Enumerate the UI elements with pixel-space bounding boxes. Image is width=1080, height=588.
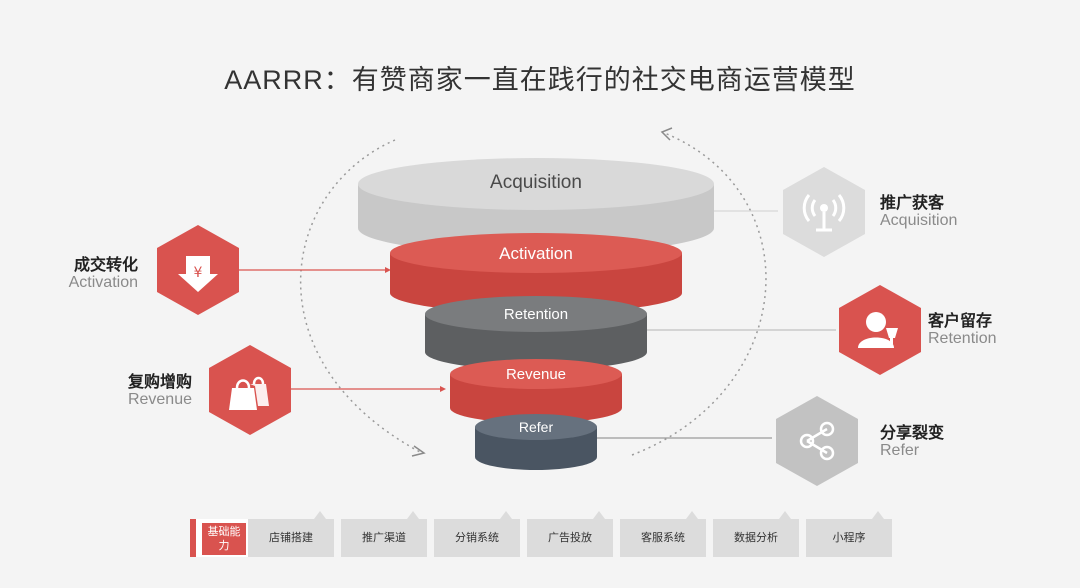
capability-item: 推广渠道 bbox=[341, 511, 427, 557]
hex-revenue bbox=[202, 342, 298, 438]
funnel-level-top bbox=[425, 296, 647, 332]
label-activation: 成交转化 Activation bbox=[40, 255, 138, 293]
broadcast-tower-icon bbox=[802, 194, 846, 232]
capability-item: 小程序 bbox=[806, 511, 892, 557]
label-activation-en: Activation bbox=[68, 274, 138, 292]
label-retention-cn: 客户留存 bbox=[928, 311, 993, 330]
label-activation-cn: 成交转化 bbox=[73, 255, 138, 274]
funnel-level-activation: Activation bbox=[390, 233, 682, 313]
cycle-arrow-left bbox=[411, 445, 426, 457]
label-acquisition-en: Acquisition bbox=[880, 212, 958, 230]
funnel-level-top bbox=[450, 359, 622, 389]
capability-item: 广告投放 bbox=[527, 511, 613, 557]
cycle-arrow-right bbox=[660, 127, 673, 141]
connector-revenue-arrow bbox=[440, 386, 446, 392]
funnel-level-revenue: Revenue bbox=[450, 359, 622, 423]
funnel-level-refer: Refer bbox=[475, 414, 597, 470]
capability-item: 店铺搭建 bbox=[248, 511, 334, 557]
label-revenue-en: Revenue bbox=[127, 391, 192, 409]
label-revenue: 复购增购 Revenue bbox=[94, 372, 192, 410]
label-refer-en: Refer bbox=[880, 442, 920, 460]
label-retention: 客户留存 Retention bbox=[928, 311, 1038, 349]
label-refer-cn: 分享裂变 bbox=[880, 423, 945, 442]
funnel-level-acquisition: Acquisition bbox=[358, 158, 714, 254]
label-acquisition: 推广获客 Acquisition bbox=[880, 193, 990, 231]
hex-activation: ¥ bbox=[150, 222, 246, 318]
hex-retention bbox=[832, 282, 928, 378]
hexagon-shape bbox=[776, 396, 858, 486]
hex-acquisition bbox=[776, 164, 872, 260]
funnel-level-top bbox=[475, 414, 597, 440]
page-title: AARRR：有赞商家一直在践行的社交电商运营模型 bbox=[224, 65, 856, 95]
label-revenue-cn: 复购增购 bbox=[127, 372, 192, 391]
funnel-level-retention: Retention bbox=[425, 296, 647, 370]
yen-download-icon: ¥ bbox=[178, 256, 218, 292]
base-capabilities-text: 基础能力 bbox=[202, 523, 246, 555]
funnel-level-label: Acquisition bbox=[490, 172, 582, 193]
funnel-level-label: Retention bbox=[504, 306, 568, 323]
label-refer: 分享裂变 Refer bbox=[880, 423, 990, 461]
funnel-level-label: Revenue bbox=[506, 366, 566, 383]
hex-refer bbox=[769, 393, 865, 489]
funnel-level-top bbox=[358, 158, 714, 210]
shopping-bags-icon bbox=[229, 376, 269, 410]
svg-text:¥: ¥ bbox=[194, 265, 203, 281]
funnel-level-top bbox=[390, 233, 682, 273]
label-retention-en: Retention bbox=[928, 330, 997, 348]
share-icon bbox=[799, 421, 835, 461]
funnel-level-label: Refer bbox=[519, 419, 554, 435]
funnel-level-label: Activation bbox=[499, 244, 573, 263]
label-acquisition-cn: 推广获客 bbox=[880, 193, 945, 212]
capability-item: 客服系统 bbox=[620, 511, 706, 557]
capability-item: 数据分析 bbox=[713, 511, 799, 557]
connector-activation-arrow bbox=[385, 267, 391, 273]
cycle-arc-right bbox=[631, 131, 767, 456]
customer-service-icon bbox=[858, 312, 898, 348]
base-capabilities-label: 基础能力 bbox=[190, 519, 250, 557]
capability-item: 分销系统 bbox=[434, 511, 520, 557]
